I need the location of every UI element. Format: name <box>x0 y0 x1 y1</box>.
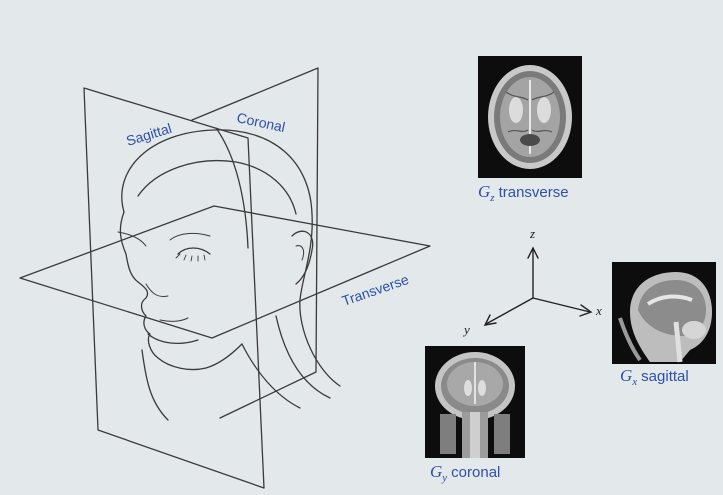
mri-sagittal-image <box>612 262 716 364</box>
z-axis-label: z <box>529 226 535 241</box>
coordinate-axes <box>485 248 591 325</box>
transverse-label: Transverse <box>340 271 411 309</box>
x-axis-label: x <box>595 303 602 318</box>
scan-label: sagittal <box>641 368 689 385</box>
gradient-subscript: z <box>490 192 494 204</box>
gradient-symbol: G <box>620 366 632 385</box>
caption-transverse: Gz transverse <box>478 182 569 204</box>
y-axis-label: y <box>462 322 470 337</box>
mri-transverse-image <box>478 56 582 178</box>
gradient-subscript: y <box>442 472 447 484</box>
gradient-symbol: G <box>478 182 490 201</box>
head-illustration <box>20 68 430 488</box>
caption-sagittal: Gx sagittal <box>620 366 689 388</box>
gradient-symbol: G <box>430 462 442 481</box>
sagittal-plane <box>84 88 264 488</box>
transverse-plane <box>20 206 430 338</box>
caption-coronal: Gy coronal <box>430 462 500 484</box>
y-axis <box>486 298 533 324</box>
coronal-label: Coronal <box>235 109 286 135</box>
nose <box>146 284 168 297</box>
head-outline <box>122 130 340 386</box>
scan-label: transverse <box>499 184 569 201</box>
face-profile <box>120 212 242 370</box>
scan-label: coronal <box>451 464 500 481</box>
gradient-subscript: x <box>632 376 637 388</box>
sagittal-label: Sagittal <box>124 120 173 149</box>
mouth <box>160 318 188 321</box>
eye <box>178 248 210 254</box>
mri-coronal-image <box>425 346 525 458</box>
